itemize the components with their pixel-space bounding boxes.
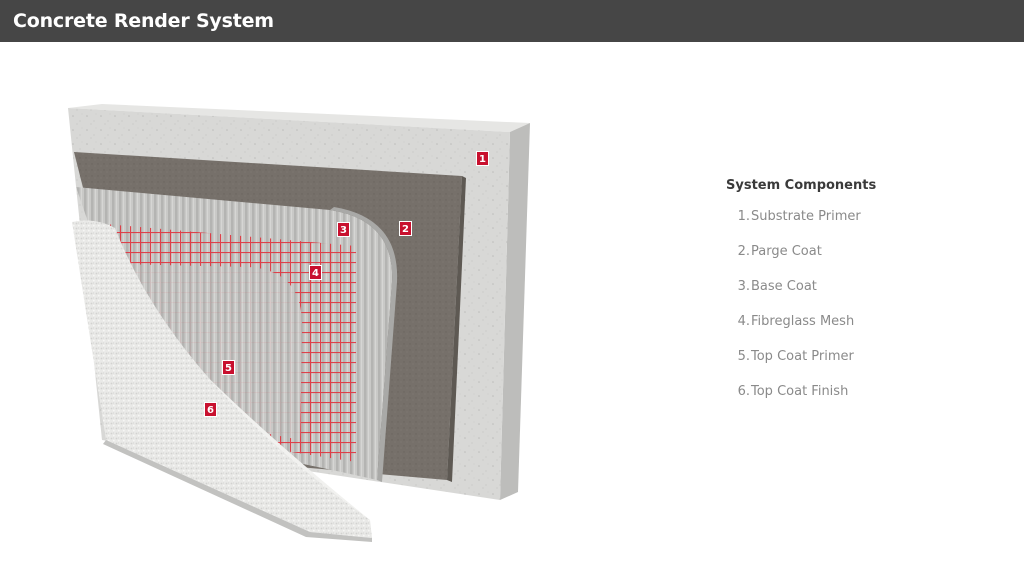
legend-item: 5. Top Coat Primer [726, 349, 1006, 384]
legend-item-label: Parge Coat [751, 244, 822, 259]
legend-item: 6. Top Coat Finish [726, 384, 1006, 419]
legend-item-label: Base Coat [751, 279, 817, 294]
page-title: Concrete Render System [13, 10, 274, 32]
legend-item-number: 3. [737, 279, 750, 294]
legend-item: 3. Base Coat [726, 279, 1006, 314]
legend-item-label: Fibreglass Mesh [751, 314, 855, 329]
components-legend: System Components 1. Substrate Primer 2.… [726, 178, 1006, 419]
marker-parge-coat: 2 [399, 221, 412, 236]
top-coat-finish-layer [72, 220, 372, 538]
legend-title: System Components [726, 178, 877, 193]
legend-item-number: 1. [737, 209, 750, 224]
legend-item-label: Top Coat Primer [751, 349, 854, 364]
concrete-top-face [68, 104, 530, 132]
legend-item-number: 5. [737, 349, 750, 364]
legend-list: 1. Substrate Primer 2. Parge Coat 3. Bas… [726, 209, 1006, 419]
marker-base-coat: 3 [337, 222, 350, 237]
title-bar: Concrete Render System [0, 0, 1024, 42]
layers-illustration [68, 104, 530, 542]
marker-substrate-primer: 1 [476, 151, 489, 166]
legend-item: 2. Parge Coat [726, 244, 1006, 279]
legend-item: 1. Substrate Primer [726, 209, 1006, 244]
legend-item-number: 6. [737, 384, 750, 399]
marker-top-coat-primer: 5 [222, 360, 235, 375]
legend-item-number: 2. [737, 244, 750, 259]
legend-item-label: Substrate Primer [751, 209, 861, 224]
legend-item-label: Top Coat Finish [751, 384, 849, 399]
marker-top-coat-finish: 6 [204, 402, 217, 417]
render-system-diagram: 1 2 3 4 5 6 [0, 42, 620, 561]
legend-item: 4. Fibreglass Mesh [726, 314, 1006, 349]
concrete-side-face [500, 123, 530, 500]
legend-item-number: 4. [737, 314, 750, 329]
marker-fibreglass-mesh: 4 [309, 265, 322, 280]
